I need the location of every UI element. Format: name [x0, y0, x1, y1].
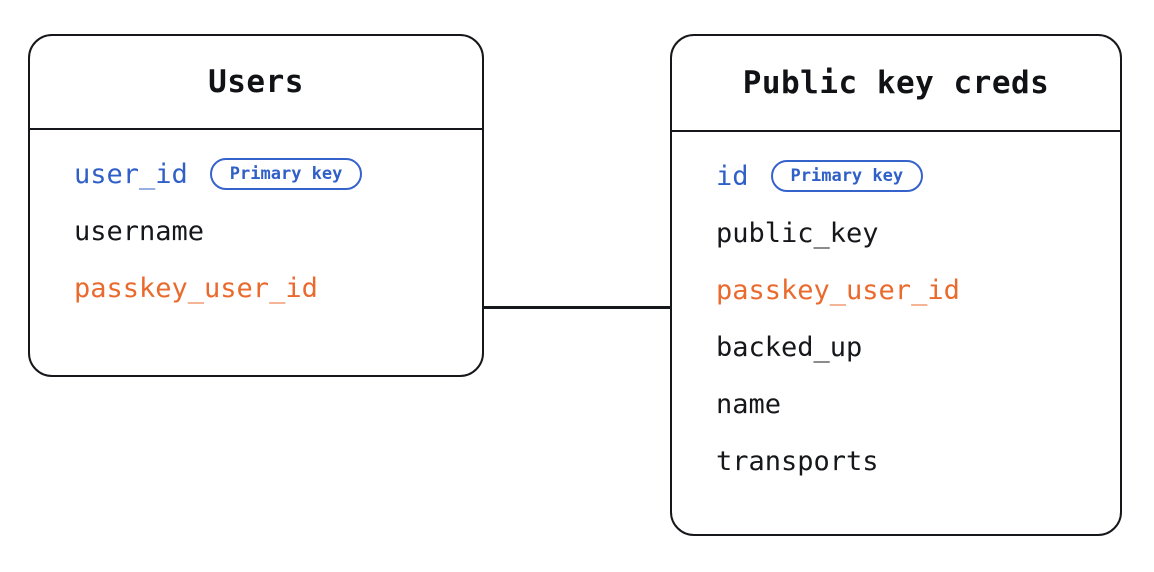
field-row[interactable]: public_key: [716, 216, 879, 250]
field-name: user_id: [74, 158, 188, 190]
field-name: id: [716, 160, 749, 192]
field-name: name: [716, 388, 782, 420]
field-row[interactable]: passkey_user_id: [716, 273, 960, 307]
field-row[interactable]: backed_up: [716, 330, 862, 364]
field-name: transports: [716, 445, 879, 477]
relation-connector: [483, 305, 671, 309]
field-row[interactable]: name: [716, 387, 781, 421]
field-name: passkey_user_id: [716, 274, 960, 306]
field-row[interactable]: transports: [716, 444, 879, 478]
field-name: public_key: [716, 217, 879, 249]
field-row[interactable]: id Primary key: [716, 159, 924, 193]
field-name: username: [74, 215, 205, 247]
primary-key-badge: Primary key: [209, 158, 363, 190]
field-row[interactable]: user_id Primary key: [74, 157, 363, 191]
field-row[interactable]: passkey_user_id: [74, 271, 318, 305]
entity-title: Users: [208, 64, 304, 100]
field-row[interactable]: username: [74, 214, 204, 248]
entity-header-public_key_creds: Public key creds: [672, 36, 1120, 132]
entity-title: Public key creds: [742, 65, 1050, 101]
field-name: backed_up: [716, 331, 863, 363]
primary-key-badge: Primary key: [770, 160, 924, 192]
field-name: passkey_user_id: [74, 272, 318, 304]
entity-header-users: Users: [30, 36, 482, 130]
